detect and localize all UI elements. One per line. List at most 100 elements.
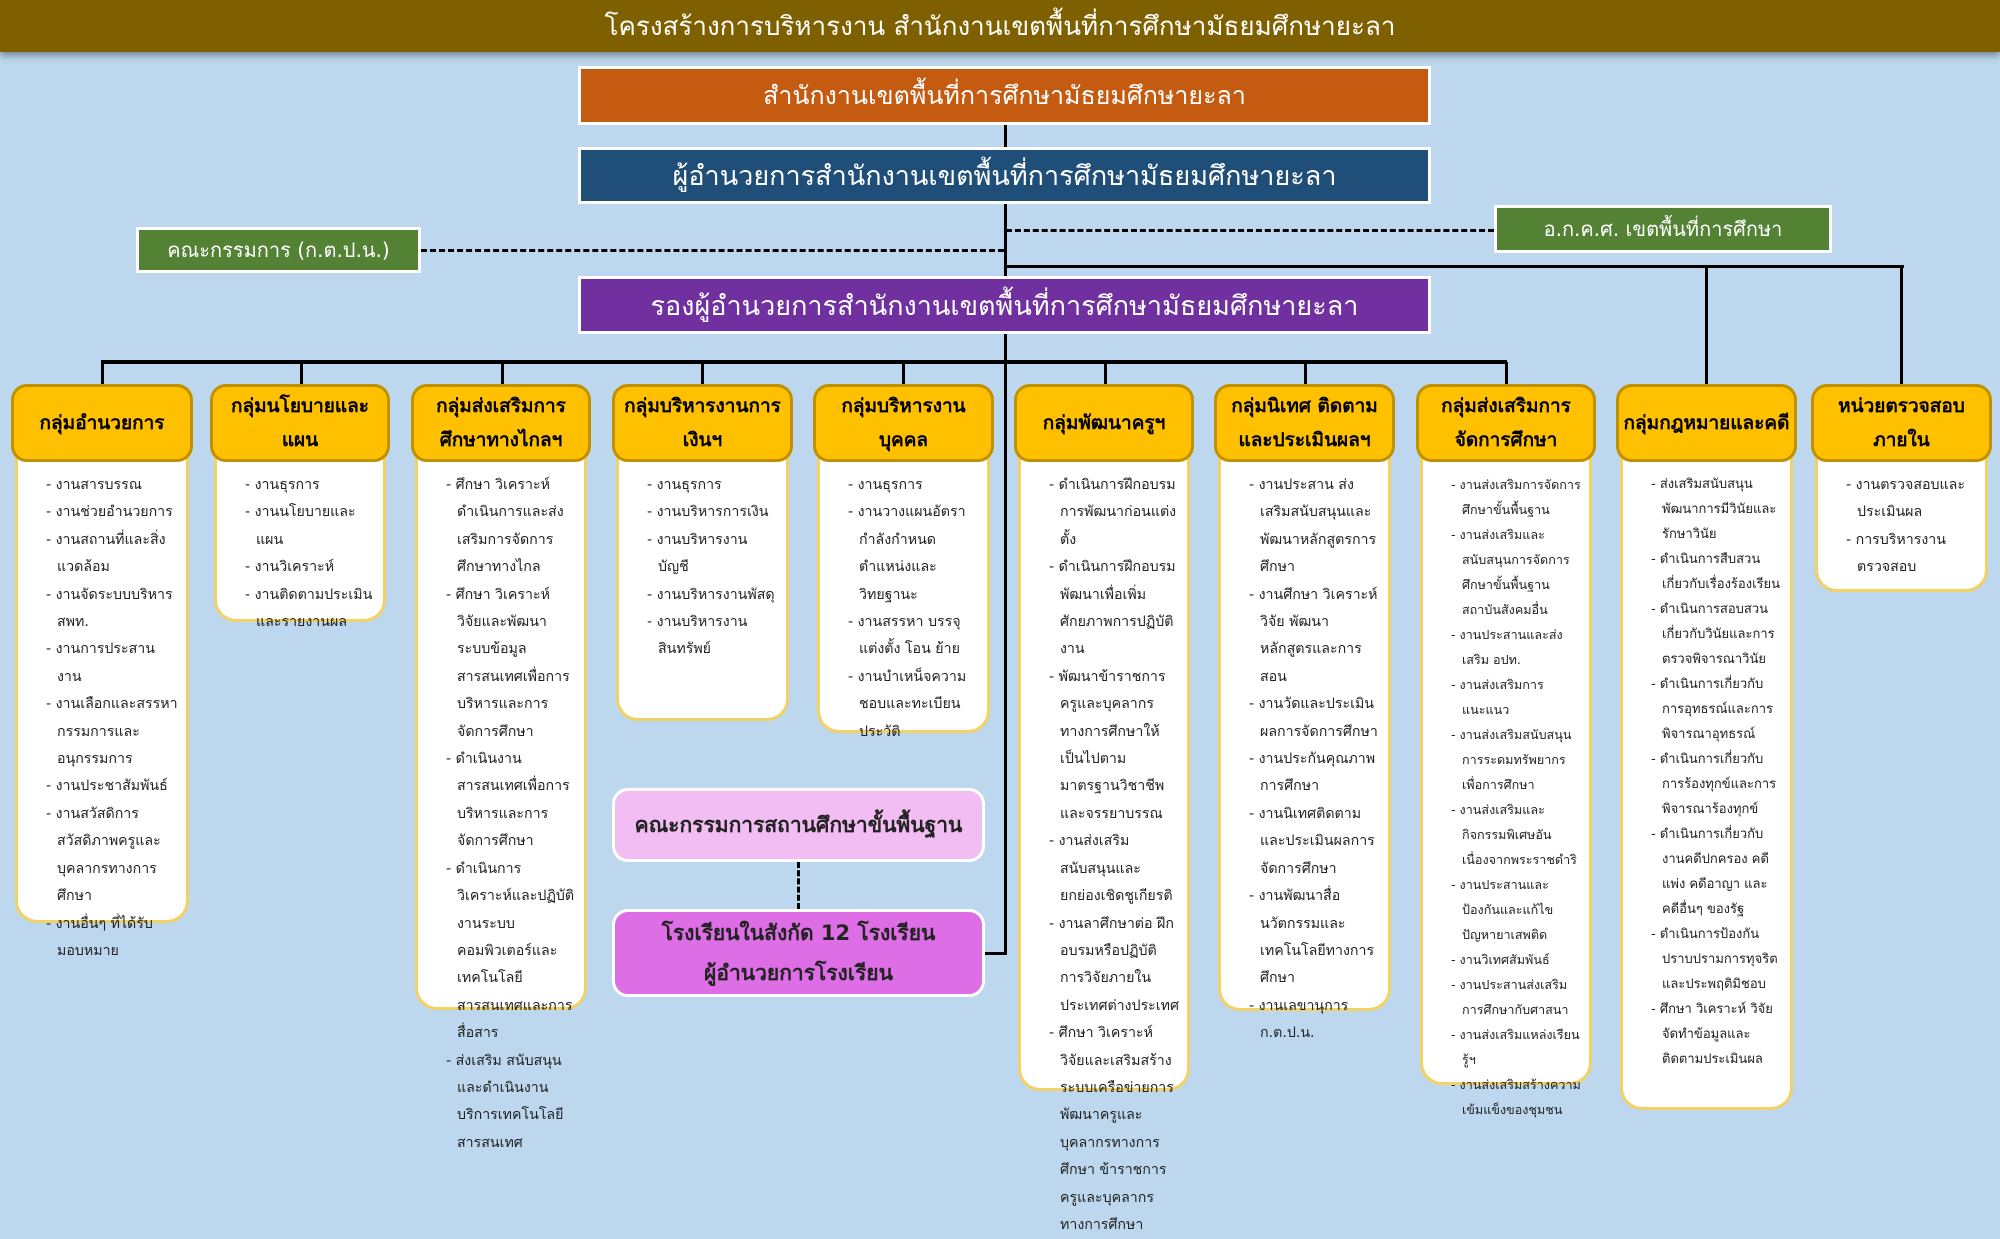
- task-item: - ดำเนินการฝึกอบรมการพัฒนาก่อนแต่งตั้ง: [1049, 477, 1177, 548]
- group-administration: กลุ่มอำนวยการ - งานสารบรรณ - งานช่วยอำนวย…: [11, 384, 193, 959]
- task-item: - งานสารบรรณ: [46, 477, 142, 493]
- connector-drop-1: [101, 362, 104, 386]
- task-item: - งานส่งเสริมและกิจกรรมพิเศษอันเนื่องจาก…: [1451, 802, 1577, 867]
- group-title: กลุ่มกฎหมายและคดี: [1616, 384, 1797, 462]
- connector-legal-drop: [1705, 265, 1708, 385]
- task-item: - งานช่วยอำนวยการ: [46, 504, 173, 521]
- group-personnel: กลุ่มบริหารงานบุคคล - งานธุรการ - งานวางแ…: [813, 384, 994, 740]
- task-item: - งานวิเคราะห์: [245, 559, 335, 576]
- task-item: - งานอื่นๆ ที่ได้รับมอบหมาย: [46, 915, 153, 959]
- dashed-connector-left-committee: [421, 249, 1004, 252]
- task-item: - งานประกันคุณภาพการศึกษา: [1249, 751, 1376, 795]
- page-title: โครงสร้างการบริหารงาน สำนักงานเขตพื้นที่…: [0, 0, 2000, 52]
- group-task-list: - งานตรวจสอบและประเมินผล - การบริหารงานตร…: [1815, 454, 1988, 592]
- group-title: กลุ่มบริหารงานบุคคล: [813, 384, 994, 462]
- task-item: - งานประสาน ส่งเสริมสนับสนุนและพัฒนาหลัก…: [1249, 477, 1377, 576]
- task-item: - งานธุรการ: [647, 477, 722, 493]
- dashed-connector-right-committee: [1006, 229, 1494, 232]
- schools-count-label: โรงเรียนในสังกัด 12 โรงเรียน: [661, 921, 936, 945]
- task-item: - งานส่งเสริมแหล่งเรียนรู้ฯ: [1451, 1027, 1580, 1067]
- group-finance: กลุ่มบริหารงานการเงินฯ - งานธุรการ- งานบ…: [612, 384, 793, 721]
- task-item: - ดำเนินการสอบสวนเกี่ยวกับวินัยและการตรว…: [1651, 602, 1775, 667]
- deputy-director-box: รองผู้อำนวยการสำนักงานเขตพื้นที่การศึกษา…: [578, 276, 1431, 334]
- connector-deputy-down: [1004, 334, 1007, 362]
- task-item: - งานประสานและส่งเสริม อปท.: [1451, 627, 1563, 667]
- school-committee-box: คณะกรรมการสถานศึกษาขั้นพื้นฐาน: [612, 788, 985, 862]
- task-item: - งานส่งเสริมและสนับสนุนการจัดการศึกษาขั…: [1451, 527, 1570, 617]
- group-title: กลุ่มส่งเสริมการจัดการศึกษา: [1416, 384, 1596, 462]
- task-item: - งานวางแผนอัตรากำลังกำหนดตำแหน่งและวิทย…: [848, 504, 966, 603]
- task-item: - งานบริหารงานบัญชี: [647, 531, 748, 576]
- task-item: - งานบริหารงานสินทรัพย์: [647, 614, 748, 658]
- task-item: - งานธุรการ: [245, 477, 320, 493]
- task-item: - ดำเนินการเกี่ยวกับงานคดีปกครอง คดีแพ่ง…: [1651, 827, 1769, 917]
- group-policy-planning: กลุ่มนโยบายและแผน - งานธุรการ- งานนโยบาย…: [210, 384, 390, 630]
- group-title: กลุ่มอำนวยการ: [11, 384, 193, 462]
- task-item: - พัฒนาข้าราชการครูและบุคลากรทางการศึกษา…: [1049, 668, 1166, 822]
- task-item: - การบริหารงานตรวจสอบ: [1846, 531, 1946, 576]
- task-item: - งานธุรการ: [848, 477, 923, 493]
- task-item: - ดำเนินการเกี่ยวกับการอุทธรณ์และการพิจา…: [1651, 677, 1773, 742]
- task-item: - งานตรวจสอบและประเมินผล: [1846, 477, 1965, 521]
- group-task-list: - งานสารบรรณ - งานช่วยอำนวยการ - งานสถานที…: [15, 454, 189, 959]
- task-item: - ศึกษา วิเคราะห์ ดำเนินการและส่งเสริมกา…: [446, 477, 564, 576]
- task-item: - งานเลือกและสรรหากรรมการและอนุกรรมการ: [46, 696, 178, 768]
- task-item: - งานนโยบายและแผน: [245, 504, 356, 548]
- task-item: - ดำเนินการป้องกันปราบปรามการทุจริตและปร…: [1651, 927, 1778, 992]
- committee-okorkhorsor-box: อ.ก.ค.ศ. เขตพื้นที่การศึกษา: [1494, 205, 1832, 253]
- connector-schools-horizontal: [985, 952, 1007, 955]
- task-item: - งานประสานและป้องกันและแก้ไขปัญหายาเสพต…: [1451, 877, 1554, 942]
- connector-office-to-director: [1004, 125, 1007, 147]
- task-item: - ดำเนินการฝึกอบรมพัฒนาเพื่อเพิ่มศักยภาพ…: [1049, 559, 1176, 658]
- connector-drop-3: [501, 362, 504, 386]
- task-item: - ศึกษา วิเคราะห์ วิจัยและพัฒนาระบบข้อมู…: [446, 586, 570, 740]
- task-item: - ดำเนินการวิเคราะห์และปฏิบัติงานระบบคอม…: [446, 860, 575, 1042]
- group-title: กลุ่มนิเทศ ติดตามและประเมินผลฯ: [1214, 384, 1395, 462]
- task-item: - งานติดตามประเมินและรายงานผล: [245, 586, 373, 631]
- connector-drop-6: [1104, 362, 1107, 386]
- schools-director-label: ผู้อำนวยการโรงเรียน: [704, 961, 893, 985]
- connector-drop-4: [701, 362, 704, 386]
- connector-drop-5: [902, 362, 905, 386]
- task-item: - งานนิเทศติดตามและประเมินผลการจัดการศึก…: [1249, 805, 1375, 877]
- connector-groups-bar: [101, 360, 1507, 364]
- group-task-list: - ศึกษา วิเคราะห์ ดำเนินการและส่งเสริมกา…: [415, 454, 587, 1151]
- task-item: - งานส่งเสริมสร้างความเข้มแข็งของชุมชน: [1451, 1077, 1581, 1117]
- group-title: กลุ่มส่งเสริมการศึกษาทางไกลฯ: [411, 384, 591, 462]
- group-task-list: - งานประสาน ส่งเสริมสนับสนุนและพัฒนาหลัก…: [1218, 454, 1391, 1041]
- task-item: - งานประสานส่งเสริมการศึกษากับศาสนา: [1451, 977, 1569, 1017]
- group-supervision-evaluation: กลุ่มนิเทศ ติดตามและประเมินผลฯ - งานประส…: [1214, 384, 1395, 1041]
- task-item: - ศึกษา วิเคราะห์ วิจัยและเสริมสร้างระบบ…: [1049, 1025, 1174, 1233]
- task-item: - ดำเนินงานสารสนเทศเพื่อการบริหารและการจ…: [446, 751, 570, 850]
- task-item: - งานสวัสดิการ สวัสดิภาพครูและบุคลากรทาง…: [46, 805, 161, 905]
- group-task-list: - ส่งเสริมสนับสนุนพัฒนาการมีวินัยและรักษ…: [1620, 454, 1793, 1110]
- group-teacher-development: กลุ่มพัฒนาครูฯ - ดำเนินการฝึกอบรมการพัฒน…: [1014, 384, 1194, 1233]
- task-item: - ดำเนินการเกี่ยวกับการร้องทุกข์และการพิ…: [1651, 752, 1777, 817]
- connector-drop-8: [1505, 362, 1508, 386]
- group-title: กลุ่มพัฒนาครูฯ: [1014, 384, 1194, 462]
- task-item: - งานส่งเสริมการจัดการศึกษาขั้นพื้นฐาน: [1451, 477, 1581, 517]
- task-item: - ส่งเสริม สนับสนุนและดำเนินงานบริการเทค…: [446, 1052, 564, 1151]
- group-education-promotion: กลุ่มส่งเสริมการจัดการศึกษา - งานส่งเสริ…: [1416, 384, 1596, 1117]
- group-internal-audit: หน่วยตรวจสอบภายใน - งานตรวจสอบและประเมิน…: [1811, 384, 1992, 592]
- group-task-list: - งานธุรการ - งานวางแผนอัตรากำลังกำหนดตำแ…: [817, 454, 990, 740]
- task-item: - งานส่งเสริมการแนะแนว: [1451, 677, 1544, 717]
- task-item: - งานพัฒนาสื่อนวัตกรรมและเทคโนโลยีทางการ…: [1249, 888, 1375, 987]
- group-task-list: - ดำเนินการฝึกอบรมการพัฒนาก่อนแต่งตั้ง - …: [1018, 454, 1190, 1233]
- connector-drop-2: [300, 362, 303, 386]
- connector-drop-7: [1304, 362, 1307, 386]
- task-item: - งานสถานที่และสิ่งแวดล้อม: [46, 531, 166, 576]
- task-item: - งานเลขานุการ ก.ต.ป.น.: [1249, 997, 1349, 1042]
- group-task-list: - งานส่งเสริมการจัดการศึกษาขั้นพื้นฐาน - …: [1420, 454, 1592, 1117]
- task-item: - งานจัดระบบบริหาร สพท.: [46, 586, 173, 631]
- task-item: - งานสรรหา บรรจุแต่งตั้ง โอน ย้าย: [848, 614, 961, 658]
- schools-box: โรงเรียนในสังกัด 12 โรงเรียน ผู้อำนวยการ…: [612, 909, 985, 997]
- dashed-connector-school-committee: [797, 862, 800, 909]
- task-item: - ศึกษา วิเคราะห์ วิจัย จัดทำข้อมูลและติ…: [1651, 1002, 1773, 1067]
- office-box: สำนักงานเขตพื้นที่การศึกษามัธยมศึกษายะลา: [578, 66, 1431, 125]
- task-item: - งานบริหารงานพัสดุ: [647, 586, 775, 603]
- task-item: - งานศึกษา วิเคราะห์ วิจัย พัฒนาหลักสูตร…: [1249, 586, 1378, 685]
- task-item: - ส่งเสริมสนับสนุนพัฒนาการมีวินัยและรักษ…: [1651, 477, 1777, 542]
- task-item: - งานบริหารการเงิน: [647, 504, 769, 521]
- task-item: - งานบำเหน็จความชอบและทะเบียนประวัติ: [848, 668, 967, 740]
